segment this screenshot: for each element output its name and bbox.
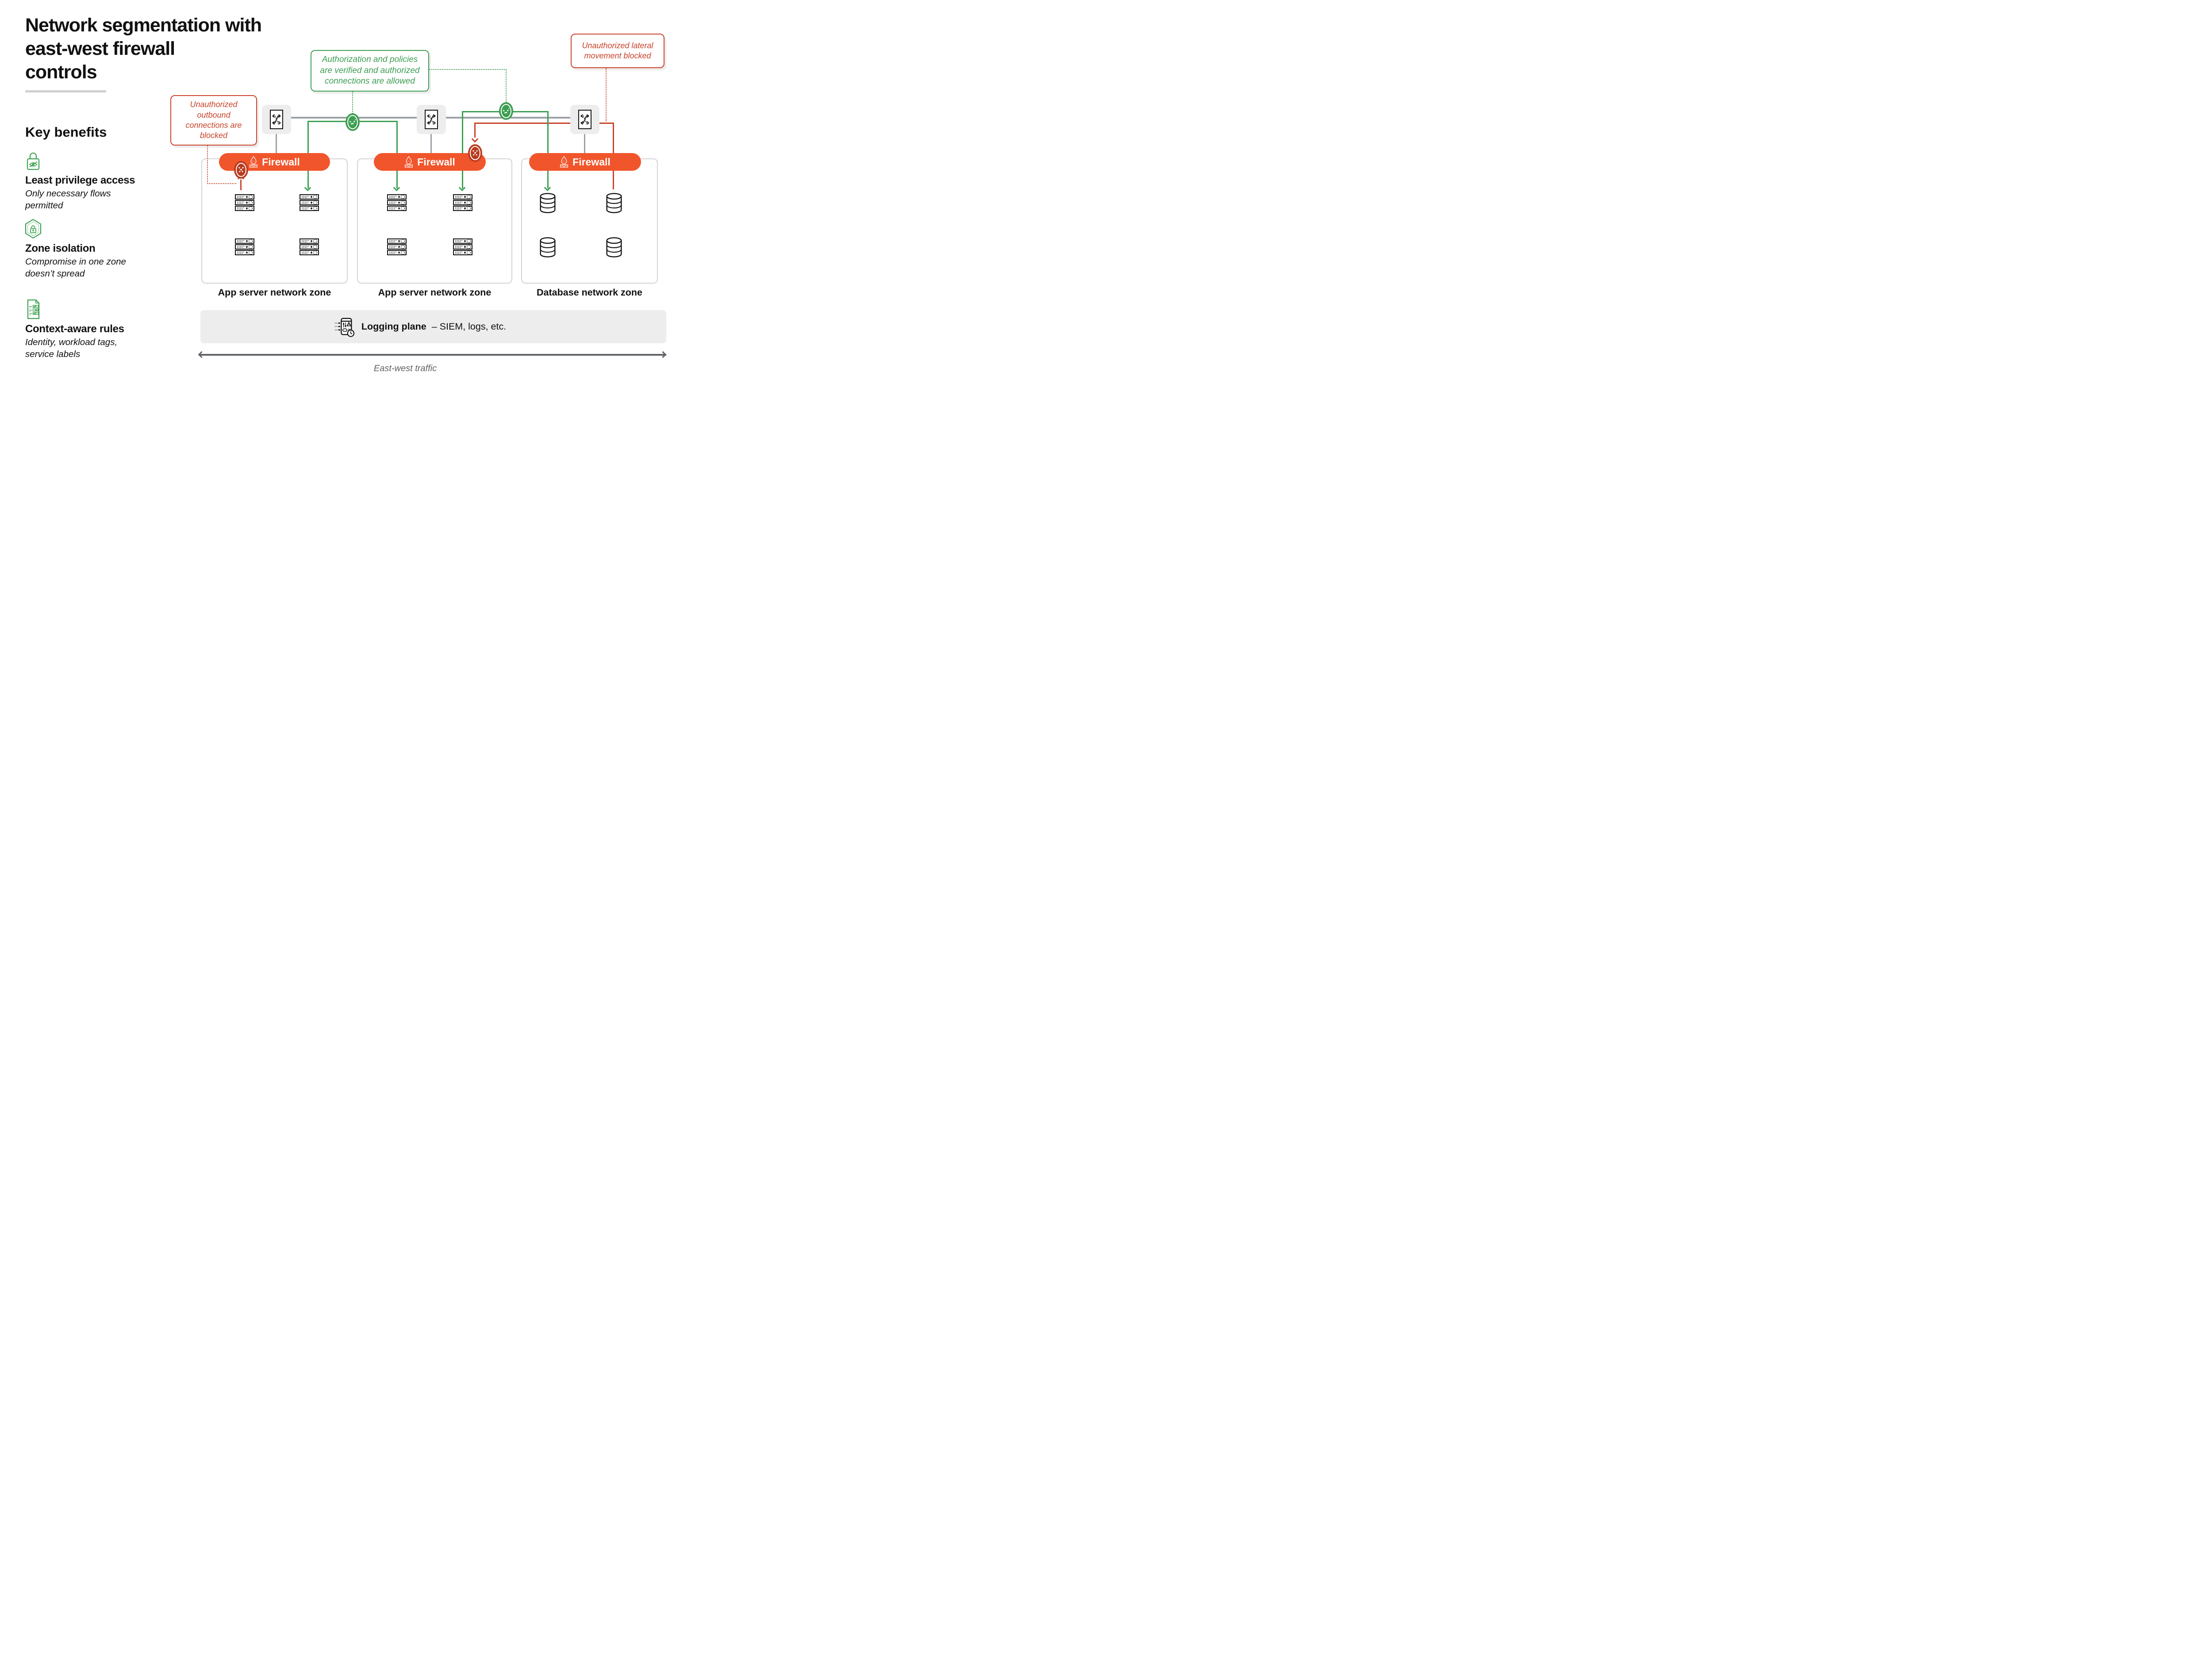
callout-authorized-connections: Authorization and policies are verified …	[311, 50, 429, 92]
switch-stub-3	[584, 133, 585, 155]
crossover-switch-icon	[427, 114, 436, 125]
zone-box-app-2	[357, 158, 512, 284]
network-switch-2	[417, 105, 446, 134]
east-west-arrow	[200, 354, 666, 356]
benefit-title-2: Zone isolation	[25, 242, 96, 254]
red-flow-line-up-appserver1	[240, 180, 242, 190]
red-flow-line-v-blocked	[474, 123, 476, 138]
east-west-arrowhead-right	[659, 351, 667, 358]
callout-lateral-blocked: Unauthorized lateral movement blocked	[571, 34, 664, 68]
logging-plane-bar: Logging plane – SIEM, logs, etc.	[200, 310, 666, 343]
app-server-icon	[235, 194, 254, 211]
benefit-desc-2: Compromise in one zone doesn’t spread	[25, 257, 126, 279]
page-title: Network segmentation with east-west fire…	[25, 16, 308, 82]
firewall-pill-3: Firewall	[529, 153, 641, 171]
zone-label-2: App server network zone	[378, 287, 492, 298]
key-benefits-heading: Key benefits	[25, 124, 107, 140]
green-flow-line-v-appserver2-zone2	[462, 111, 463, 188]
dotted-connector-outbound-1	[207, 146, 208, 184]
app-server-icon	[235, 238, 254, 255]
dotted-connector-authorized-3	[506, 69, 507, 103]
zone-label-3: Database network zone	[537, 287, 642, 298]
callout-outbound-blocked: Unauthorized outbound connections are bl…	[170, 95, 257, 146]
crossover-switch-icon	[272, 114, 281, 125]
dotted-connector-authorized-1	[352, 92, 353, 114]
zone-box-database	[521, 158, 658, 284]
firewall-pill-2: Firewall	[374, 153, 486, 171]
dotted-connector-authorized-2	[429, 69, 507, 70]
blocked-x-circle-icon-1	[234, 161, 249, 179]
firewall-label: Firewall	[262, 156, 300, 168]
switch-stub-1	[276, 133, 277, 155]
blocked-x-circle-icon-2	[468, 144, 483, 162]
benefit-title-1: Least privilege access	[25, 174, 135, 186]
title-line-2: east-west firewall	[25, 38, 175, 59]
app-server-icon	[453, 194, 472, 211]
dotted-connector-lateral	[606, 68, 607, 121]
app-server-icon	[453, 238, 472, 255]
switch-stub-2	[430, 133, 432, 155]
title-line-3: controls	[25, 61, 97, 83]
network-segmentation-infographic: Network segmentation with east-west fire…	[0, 0, 681, 383]
db-server-icon	[605, 237, 623, 257]
title-divider	[25, 90, 106, 92]
dotted-connector-outbound-2	[207, 183, 236, 184]
check-circle-icon-2	[499, 102, 514, 120]
red-arrowhead-down	[471, 135, 479, 143]
checklist-rules-icon	[25, 299, 41, 319]
firewall-flame-icon	[250, 156, 258, 168]
network-switch-3	[570, 105, 599, 134]
zone-label-1: App server network zone	[218, 287, 331, 298]
app-server-icon	[300, 194, 319, 211]
east-west-label: East-west traffic	[373, 364, 437, 373]
check-circle-icon-1	[345, 113, 360, 131]
db-server-icon	[605, 193, 623, 213]
title-line-1: Network segmentation with	[25, 15, 262, 36]
db-server-icon	[539, 193, 557, 213]
db-server-icon	[539, 237, 557, 257]
benefit-desc-1: Only necessary flows permitted	[25, 188, 111, 211]
green-flow-line-v-dbserver1	[547, 111, 549, 188]
east-west-arrowhead-left	[198, 351, 205, 358]
app-server-icon	[387, 238, 407, 255]
siem-monitor-icon	[334, 318, 355, 337]
app-server-icon	[387, 194, 407, 211]
firewall-flame-icon	[405, 156, 413, 168]
benefit-desc-3: Identity, workload tags, service labels	[25, 337, 118, 360]
crossover-switch-icon	[580, 114, 589, 125]
firewall-label: Firewall	[417, 156, 455, 168]
logging-label: Logging plane – SIEM, logs, etc.	[361, 321, 507, 332]
firewall-flame-icon	[560, 156, 568, 168]
zone-shield-lock-icon	[24, 219, 42, 239]
firewall-label: Firewall	[572, 156, 611, 168]
app-server-icon	[300, 238, 319, 255]
zone-box-app-1	[201, 158, 348, 284]
red-flow-line-h	[474, 123, 614, 124]
benefit-title-3: Context-aware rules	[25, 323, 124, 335]
privacy-lock-icon	[26, 151, 41, 171]
network-switch-1	[262, 105, 291, 134]
